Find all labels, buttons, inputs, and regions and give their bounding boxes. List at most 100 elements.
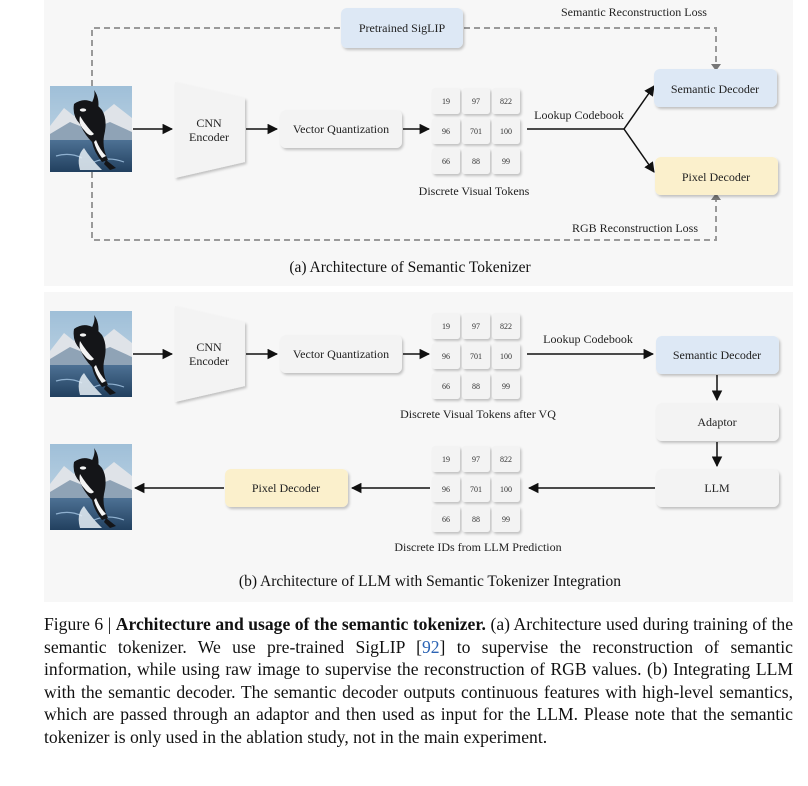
- token-value: 66: [442, 515, 450, 524]
- token-cell: [462, 476, 490, 502]
- token-cell: [462, 506, 490, 532]
- discrete-visual-tokens-label: Discrete Visual Tokens: [419, 184, 530, 198]
- pretrained-siglip-label: Pretrained SigLIP: [359, 21, 446, 35]
- token-value: 19: [442, 97, 450, 106]
- token-cell: [432, 373, 460, 399]
- token-value: 822: [500, 97, 512, 106]
- token-cell: [492, 373, 520, 399]
- arrow-to-semantic-decoder-a: [623, 85, 655, 130]
- vector-quantization-box-a: [280, 110, 402, 148]
- token-value: 822: [500, 322, 512, 331]
- cnn-encoder-label-a-1: CNN: [196, 116, 222, 130]
- token-cell: [462, 313, 490, 339]
- token-cell: [462, 343, 490, 369]
- token-cell: [462, 88, 490, 114]
- token-cell: [492, 343, 520, 369]
- citation-link-92[interactable]: 92: [421, 636, 440, 657]
- pixel-decoder-label-a: Pixel Decoder: [682, 170, 750, 184]
- discrete-ids-from-llm-label: Discrete IDs from LLM Prediction: [394, 540, 561, 554]
- adaptor-box: [656, 403, 779, 441]
- token-cell: [432, 446, 460, 472]
- semantic-decoder-box-b: [656, 336, 779, 374]
- rgb-loss-arrowhead: [711, 193, 721, 200]
- caption-prefix: Figure 6 |: [44, 614, 116, 634]
- token-value: 19: [442, 322, 450, 331]
- subcaption-b: (b) Architecture of LLM with Semantic To…: [239, 573, 621, 590]
- token-cell: [432, 343, 460, 369]
- token-cell: [462, 118, 490, 144]
- token-cell: [492, 476, 520, 502]
- token-value: 19: [442, 455, 450, 464]
- token-cell: [462, 373, 490, 399]
- rgb-loss-label: RGB Reconstruction Loss: [572, 221, 698, 235]
- token-cell: [492, 88, 520, 114]
- token-value: 97: [472, 97, 480, 106]
- figure-caption: Figure 6 | Architecture and usage of the…: [44, 613, 793, 749]
- token-value: 97: [472, 322, 480, 331]
- caption-text-1: (a) Architecture used during training of…: [44, 614, 793, 657]
- token-grid-b-top: 19 97 822 96 701 100 66 88 99: [432, 313, 520, 399]
- token-value: 88: [472, 157, 480, 166]
- token-cell: [462, 148, 490, 174]
- token-value: 97: [472, 455, 480, 464]
- semantic-decoder-box-a: [654, 69, 777, 107]
- output-whale-image: [50, 444, 132, 530]
- token-value: 99: [502, 382, 510, 391]
- token-value: 88: [472, 382, 480, 391]
- token-value: 96: [442, 127, 450, 136]
- token-cell: [432, 148, 460, 174]
- token-value: 100: [500, 485, 512, 494]
- discrete-tokens-after-vq-label: Discrete Visual Tokens after VQ: [400, 407, 556, 421]
- pixel-decoder-box-b: [225, 469, 348, 507]
- token-value: 88: [472, 515, 480, 524]
- token-value: 99: [502, 157, 510, 166]
- cnn-encoder-b: [175, 306, 245, 402]
- arrow-to-pixel-decoder-a: [623, 128, 655, 173]
- token-value: 99: [502, 515, 510, 524]
- llm-label: LLM: [704, 481, 730, 495]
- token-value: 96: [442, 352, 450, 361]
- rgb-loss-path: [91, 172, 717, 241]
- vector-quantization-label-a: Vector Quantization: [293, 122, 389, 136]
- token-cell: [492, 313, 520, 339]
- pretrained-siglip-box: [341, 8, 463, 48]
- token-value: 822: [500, 455, 512, 464]
- token-cell: [432, 506, 460, 532]
- lookup-codebook-label-a: Lookup Codebook: [534, 108, 624, 122]
- llm-box: [656, 469, 779, 507]
- token-grid-b-bottom: 19 97 822 96 701 100 66 88 99: [432, 446, 520, 532]
- semantic-decoder-label-b: Semantic Decoder: [673, 348, 761, 362]
- subcaption-a: (a) Architecture of Semantic Tokenizer: [289, 259, 531, 276]
- token-cell: [492, 148, 520, 174]
- pixel-decoder-label-b: Pixel Decoder: [252, 481, 320, 495]
- lookup-codebook-label-b: Lookup Codebook: [543, 332, 633, 346]
- token-value: 66: [442, 382, 450, 391]
- token-value: 701: [470, 485, 482, 494]
- input-whale-image-b: [50, 311, 132, 397]
- token-value: 701: [470, 127, 482, 136]
- token-cell: [492, 506, 520, 532]
- semantic-decoder-label-a: Semantic Decoder: [671, 82, 759, 96]
- caption-title: Architecture and usage of the semantic t…: [115, 614, 486, 634]
- semantic-loss-label: Semantic Reconstruction Loss: [561, 5, 707, 19]
- input-whale-image-a: [50, 86, 132, 172]
- token-cell: [432, 88, 460, 114]
- token-cell: [462, 446, 490, 472]
- token-cell: [432, 118, 460, 144]
- cnn-encoder-label-b-2: Encoder: [189, 354, 229, 368]
- pixel-decoder-box-a: [655, 157, 778, 195]
- caption-text-2: ] to supervise the reconstruction of sem…: [44, 636, 793, 747]
- cnn-encoder-a: [175, 82, 245, 178]
- token-cell: [432, 313, 460, 339]
- token-value: 701: [470, 352, 482, 361]
- token-value: 100: [500, 352, 512, 361]
- cnn-encoder-label-b-1: CNN: [196, 340, 222, 354]
- vector-quantization-box-b: [280, 335, 402, 373]
- token-cell: [432, 476, 460, 502]
- vector-quantization-label-b: Vector Quantization: [293, 347, 389, 361]
- token-cell: [492, 446, 520, 472]
- cnn-encoder-label-a-2: Encoder: [189, 130, 229, 144]
- token-value: 96: [442, 485, 450, 494]
